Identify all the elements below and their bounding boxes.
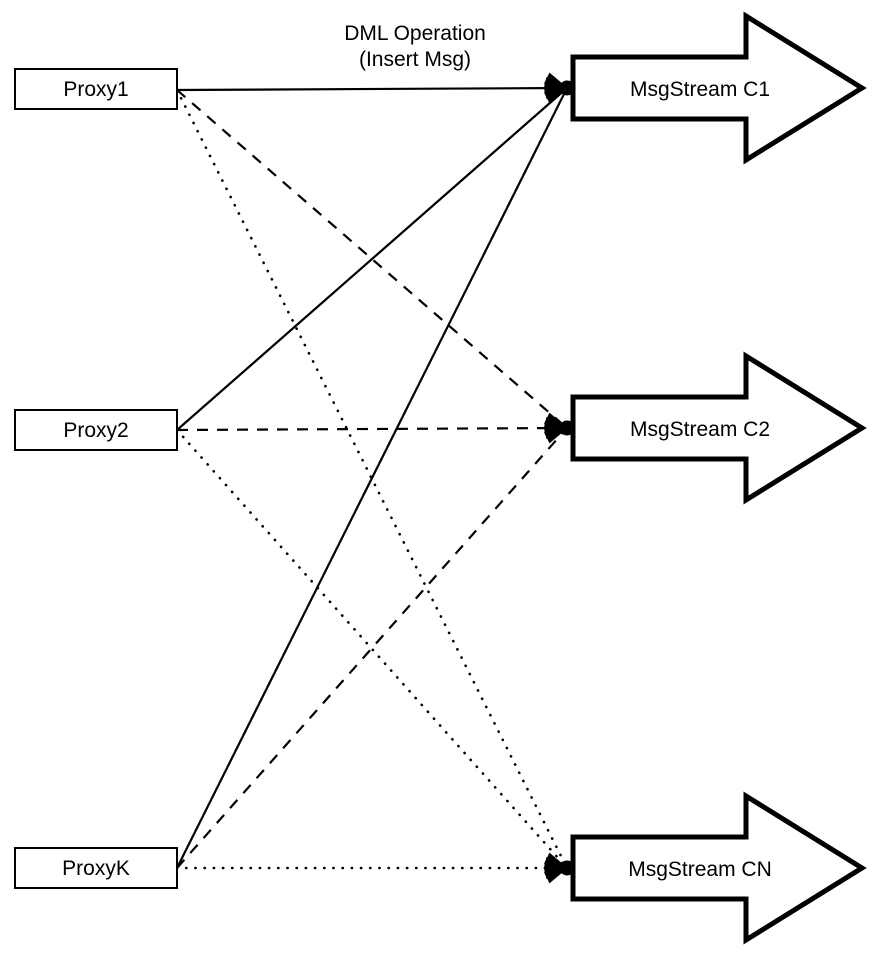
proxy-label: ProxyK [62, 857, 130, 880]
arrowhead-head-c2 [543, 412, 575, 444]
stream-label: MsgStream CN [628, 858, 772, 881]
edges-layer [175, 86, 569, 870]
proxy-box-rect [14, 68, 178, 110]
stream-label: MsgStream C1 [630, 78, 770, 101]
stream-label: MsgStream C2 [630, 418, 770, 441]
stream-arrow-stream_c2[interactable]: MsgStream C2 [570, 351, 867, 505]
edge-p1-c1 [176, 86, 568, 92]
proxy-node-proxyK[interactable]: ProxyK [14, 847, 178, 889]
edge-label-line1: DML Operation [344, 22, 486, 45]
edge-p2-c1 [176, 87, 568, 431]
edge-pk-c2 [176, 427, 568, 869]
edge-p2-c2 [176, 426, 568, 432]
proxy-label: Proxy2 [63, 419, 128, 442]
stream-arrow-shape [570, 11, 867, 165]
edge-label-dml-operation: DML Operation (Insert Msg) [344, 22, 486, 71]
stream-arrow-shape [570, 351, 867, 505]
proxy-node-proxy1[interactable]: Proxy1 [14, 68, 178, 110]
proxy-node-proxy2[interactable]: Proxy2 [14, 409, 178, 451]
stream-arrow-shape [570, 791, 867, 945]
proxy-label: Proxy1 [63, 78, 128, 101]
edge-p1-c2 [176, 89, 568, 429]
arrowheads-layer [543, 72, 575, 884]
edge-label-line2: (Insert Msg) [359, 48, 471, 71]
arrowhead-head-c1 [543, 72, 575, 104]
stream-arrow-stream_cn[interactable]: MsgStream CN [570, 791, 867, 945]
proxy-box-rect [14, 847, 178, 889]
streams-layer: MsgStream C1 MsgStream C2 MsgStream CN [570, 11, 867, 945]
arrowhead-head-cn [543, 852, 575, 884]
stream-arrow-stream_c1[interactable]: MsgStream C1 [570, 11, 867, 165]
proxy-box-rect [14, 409, 178, 451]
edge-pk-c1 [176, 87, 568, 869]
edge-p2-cn [175, 428, 569, 870]
